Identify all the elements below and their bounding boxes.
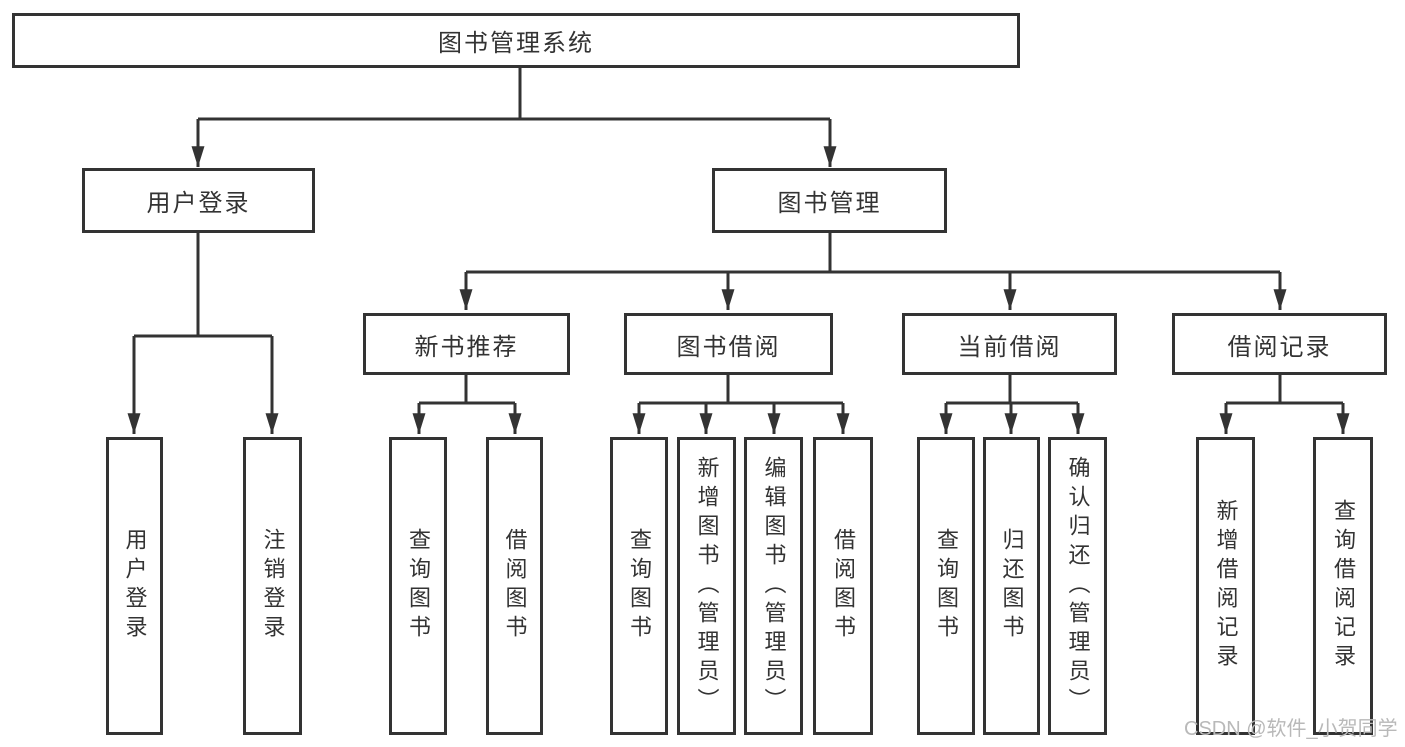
leaf-logout: 注销登录	[243, 437, 302, 735]
leaf-query-borrow-record: 查询借阅记录	[1313, 437, 1373, 735]
leaf-query-books-current: 查询图书	[917, 437, 975, 735]
leaf-add-borrow-record: 新增借阅记录	[1196, 437, 1255, 735]
leaf-user-login: 用户登录	[106, 437, 163, 735]
tree-arrow-lines	[127, 119, 1350, 435]
node-new-book-recommend: 新书推荐	[363, 313, 570, 375]
csdn-watermark: CSDN @软件_小贺同学	[1184, 718, 1398, 740]
leaf-add-book-admin: 新增图书（管理员）	[677, 437, 736, 735]
tree-trunk-lines	[134, 68, 1343, 405]
node-book-management: 图书管理	[712, 168, 947, 233]
node-library-management-system: 图书管理系统	[12, 13, 1020, 68]
leaf-borrow-books-borrow: 借阅图书	[813, 437, 873, 735]
leaf-query-books-borrow: 查询图书	[610, 437, 668, 735]
node-book-borrow: 图书借阅	[624, 313, 833, 375]
leaf-edit-book-admin: 编辑图书（管理员）	[744, 437, 803, 735]
node-user-login: 用户登录	[82, 168, 315, 233]
leaf-confirm-return-admin: 确认归还（管理员）	[1048, 437, 1107, 735]
node-borrow-records: 借阅记录	[1172, 313, 1387, 375]
leaf-borrow-books-newbooks: 借阅图书	[486, 437, 543, 735]
leaf-return-book: 归还图书	[983, 437, 1040, 735]
node-current-borrow: 当前借阅	[902, 313, 1117, 375]
leaf-query-books-newbooks: 查询图书	[389, 437, 447, 735]
